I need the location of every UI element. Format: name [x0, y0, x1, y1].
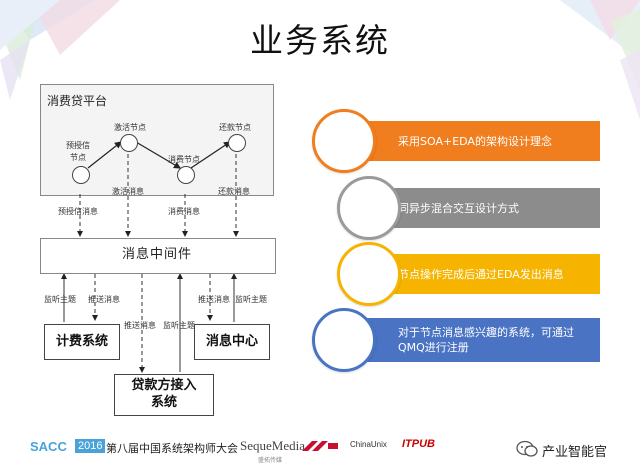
feature-ring-4 — [312, 308, 376, 372]
lender-access-system-box: 贷款方接入 系统 — [114, 374, 214, 416]
feature-ring-1 — [312, 109, 376, 173]
sacc-logo: SACC — [30, 439, 67, 454]
billing-system-label: 计费系统 — [56, 334, 108, 349]
activate-node — [120, 134, 138, 152]
feature-text-4: 对于节点消息感兴趣的系统，可通过QMQ进行注册 — [398, 325, 588, 355]
wechat-account-name: 产业智能官 — [542, 441, 607, 460]
pre-credit-label-line2: 节点 — [70, 152, 86, 163]
message-middleware-label: 消息中间件 — [40, 238, 274, 272]
footer: SACC 2016 第八届中国系统架构师大会 SequeMedia 盛拓传媒 C… — [0, 430, 640, 474]
listen-topic-label-2: 监听主题 — [163, 320, 195, 331]
sequemedia-logo: SequeMedia — [240, 438, 305, 454]
push-message-label-1: 推送消息 — [88, 294, 120, 305]
billing-system-box: 计费系统 — [44, 324, 120, 360]
message-center-box: 消息中心 — [194, 324, 270, 360]
feature-item-4: 对于节点消息感兴趣的系统，可通过QMQ进行注册 — [350, 318, 600, 362]
feature-item-1: 采用SOA+EDA的架构设计理念 — [350, 121, 600, 161]
conference-name: 第八届中国系统架构师大会 — [106, 440, 238, 456]
message-center-label: 消息中心 — [206, 334, 258, 349]
push-message-label-3: 推送消息 — [198, 294, 230, 305]
consume-node-label: 消费节点 — [168, 154, 200, 165]
architecture-diagram: 消费贷平台 预授 — [0, 0, 300, 474]
chinaunix-logo: ChinaUnix — [350, 440, 387, 449]
wechat-icon — [516, 440, 538, 458]
feature-text-2: 同异步混合交互设计方式 — [398, 200, 519, 216]
pre-credit-message-label: 预授信消息 — [58, 206, 98, 217]
sequemedia-sub: 盛拓传媒 — [258, 455, 282, 464]
feature-ring-2 — [337, 176, 401, 240]
partner-logo-icon — [302, 439, 340, 453]
itpub-logo: ITPUB — [402, 438, 435, 450]
consume-message-label: 消费消息 — [168, 206, 200, 217]
pre-credit-node — [72, 166, 90, 184]
activate-node-label: 激活节点 — [114, 122, 146, 133]
lender-access-label-line1: 贷款方接入 — [115, 377, 213, 394]
feature-text-1: 采用SOA+EDA的架构设计理念 — [398, 133, 552, 149]
activate-message-label: 激活消息 — [112, 186, 144, 197]
feature-ring-3 — [337, 242, 401, 306]
listen-topic-label-1: 监听主题 — [44, 294, 76, 305]
repay-node-label: 还款节点 — [219, 122, 251, 133]
lender-access-label-line2: 系统 — [115, 394, 213, 411]
repay-node — [228, 134, 246, 152]
repay-message-label: 还款消息 — [218, 186, 250, 197]
sacc-year-badge: 2016 — [75, 439, 105, 453]
pre-credit-label-line1: 预授信 — [66, 140, 90, 151]
feature-text-3: 节点操作完成后通过EDA发出消息 — [398, 266, 564, 282]
listen-topic-label-3: 监听主题 — [235, 294, 267, 305]
push-message-label-2: 推送消息 — [124, 320, 156, 331]
consume-node — [177, 166, 195, 184]
